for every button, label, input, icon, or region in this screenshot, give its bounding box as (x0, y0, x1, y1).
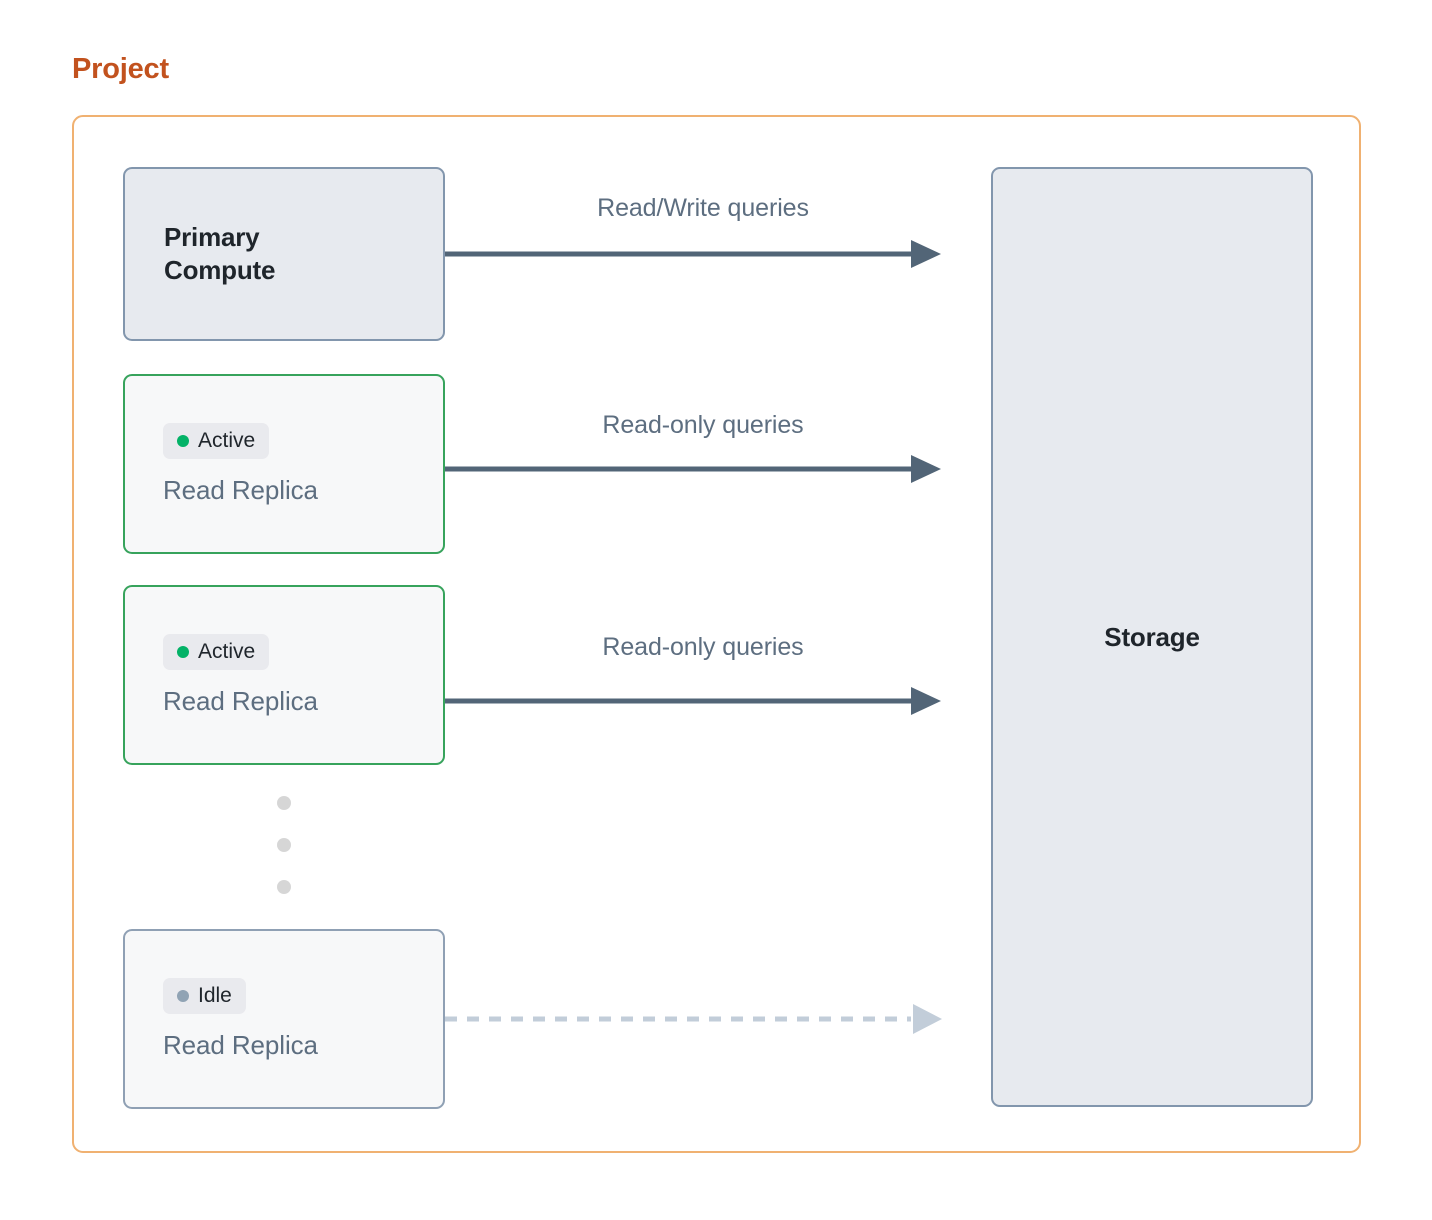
project-container: Primary Compute Active Read Replica Acti… (72, 115, 1361, 1153)
read-replica-label-3: Read Replica (163, 1029, 318, 1060)
status-dot-icon (177, 434, 189, 447)
page-title: Project (72, 53, 169, 85)
connector-label-readonly-2: Read-only queries (602, 633, 804, 661)
connector-label-readonly-1: Read-only queries (602, 411, 804, 439)
status-dot-icon (177, 645, 189, 658)
status-dot-icon (177, 989, 189, 1002)
read-replica-label-1: Read Replica (163, 474, 318, 505)
vertical-ellipsis-icon (277, 796, 291, 894)
status-badge-label: Idle (198, 983, 232, 1007)
connector-arrow-replica3-to-storage-dashed (445, 989, 961, 1049)
status-badge-label: Active (198, 639, 256, 663)
node-read-replica-2[interactable]: Active Read Replica (123, 585, 445, 765)
status-badge-replica-2: Active (163, 633, 270, 670)
status-badge-replica-1: Active (163, 422, 270, 459)
connector-label-readwrite: Read/Write queries (597, 194, 809, 222)
status-badge-replica-3: Idle (163, 977, 246, 1014)
connector-arrow-replica1-to-storage (445, 439, 961, 499)
status-badge-label: Active (198, 428, 256, 452)
arrow-head-icon (911, 455, 941, 483)
node-primary-compute[interactable]: Primary Compute (123, 167, 445, 341)
storage-label: Storage (1104, 621, 1200, 652)
arrow-head-icon (911, 687, 941, 715)
ellipsis-dot (277, 796, 291, 810)
node-read-replica-3[interactable]: Idle Read Replica (123, 929, 445, 1109)
node-storage[interactable]: Storage (991, 167, 1313, 1107)
connector-arrow-replica2-to-storage (445, 671, 961, 731)
primary-compute-label-line2: Compute (164, 255, 276, 285)
ellipsis-dot (277, 838, 291, 852)
primary-compute-label-line1: Primary (164, 222, 260, 252)
arrow-head-icon (911, 240, 941, 268)
connector-arrow-primary-to-storage (445, 224, 961, 284)
arrow-head-icon (913, 1004, 942, 1034)
read-replica-label-2: Read Replica (163, 685, 318, 716)
node-read-replica-1[interactable]: Active Read Replica (123, 374, 445, 554)
ellipsis-dot (277, 880, 291, 894)
